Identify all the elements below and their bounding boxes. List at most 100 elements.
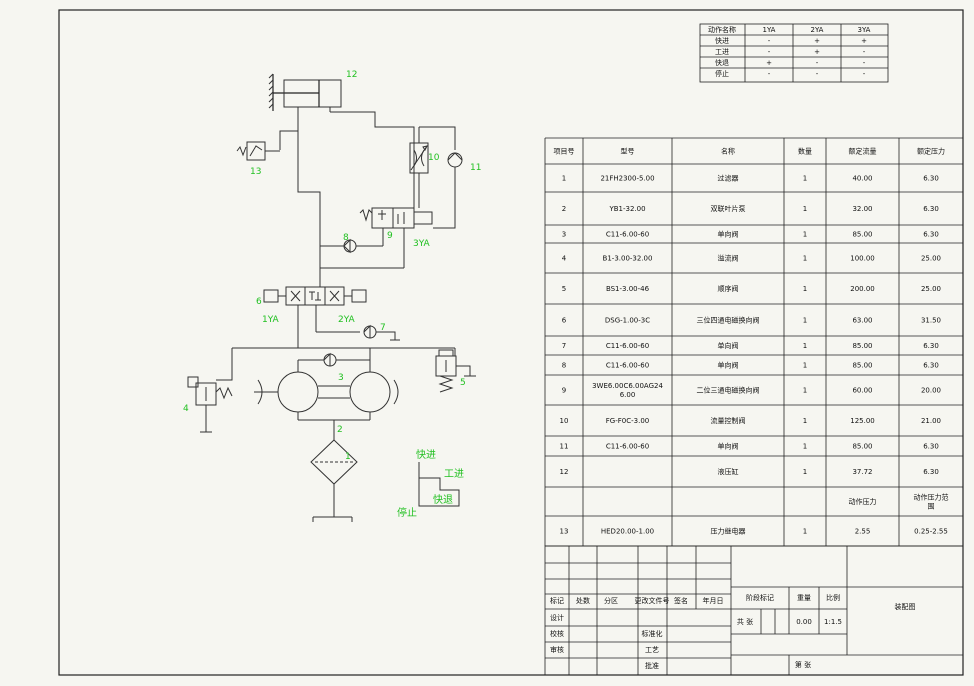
- tb-label-standard: 标准化: [642, 629, 663, 638]
- action-name-cell: 停止: [715, 69, 729, 78]
- check-valve-8: [319, 228, 404, 287]
- action-state-cell: -: [863, 59, 866, 67]
- parts-table-cell: 1: [803, 417, 807, 425]
- parts-table-cell: 6.30: [923, 443, 939, 451]
- parts-table-cell: 1: [803, 205, 807, 213]
- action-state-cell: -: [768, 70, 771, 78]
- label-component-11: 11: [470, 163, 481, 173]
- parts-table-cell: 0.25-2.55: [914, 528, 948, 536]
- action-name-cell: 快退: [715, 58, 729, 67]
- action-table-header: 动作名称: [708, 25, 736, 34]
- parts-table-cell: 32.00: [852, 205, 872, 213]
- parts-table-cell: 单向阀: [718, 361, 739, 370]
- parts-table-cell: FG-F0C-3.00: [606, 417, 649, 425]
- label-component-4: 4: [183, 404, 189, 414]
- parts-table-cell: 100.00: [850, 255, 875, 263]
- tb-label-mark: 标记: [550, 596, 564, 605]
- label-component-10: 10: [428, 153, 440, 163]
- tb-label-weight: 重量: [797, 594, 811, 602]
- tb-drawing-name: 装配图: [895, 602, 916, 611]
- label-component-2: 2: [337, 425, 343, 435]
- directional-valve-6: [263, 286, 367, 348]
- parts-table-cell: 21.00: [921, 417, 941, 425]
- label-component-8: 8: [343, 233, 349, 243]
- parts-table-cell: 顺序阀: [718, 284, 739, 293]
- check-valve-11: [419, 126, 463, 229]
- parts-table-header: 项目号: [554, 148, 575, 156]
- double-vane-pump: [254, 360, 399, 440]
- parts-table-cell: 1: [803, 317, 807, 325]
- parts-table-cell: 11: [560, 443, 569, 451]
- parts-table-cell: 压力继电器: [711, 527, 746, 536]
- parts-table-header: 数量: [798, 147, 812, 156]
- tb-label-date: 年月日: [703, 596, 724, 605]
- parts-table-cell: 20.00: [921, 387, 941, 395]
- action-state-cell: -: [863, 70, 866, 78]
- tb-label-change-doc: 更改文件号: [635, 596, 670, 605]
- action-table-header: 2YA: [811, 26, 824, 34]
- action-table-header: 3YA: [858, 26, 871, 34]
- parts-table-header: 额定压力: [917, 147, 945, 156]
- parts-table-cell: 63.00: [852, 317, 872, 325]
- hydraulic-schematic: 12 13 10 11 8 9 3YA 6 1YA 2YA 7 3 5 4 2 …: [183, 70, 481, 522]
- parts-table-cell: 31.50: [921, 317, 941, 325]
- parts-table-cell: 1: [803, 285, 807, 293]
- label-component-1: 1: [345, 452, 351, 462]
- label-fast-return: 快退: [433, 494, 453, 506]
- parts-table-cell: 单向阀: [718, 230, 739, 239]
- parts-table-cell: 三位四通电磁换向阀: [697, 316, 760, 325]
- action-state-cell: -: [863, 48, 866, 56]
- parts-table-cell: BS1-3.00-46: [606, 285, 650, 293]
- action-state-cell: -: [768, 37, 771, 45]
- action-state-cell: -: [816, 70, 819, 78]
- parts-table-cell: 流量控制阀: [711, 416, 746, 425]
- parts-table-cell: 9: [562, 387, 566, 395]
- parts-table-cell: 5: [562, 285, 566, 293]
- label-component-13: 13: [250, 167, 261, 177]
- parts-table-cell: 12: [560, 468, 569, 476]
- parts-table-cell: DSG-1.00-3C: [605, 317, 650, 325]
- parts-table-cell: 单向阀: [718, 442, 739, 451]
- label-component-6: 6: [256, 297, 262, 307]
- parts-table-cell: 6.30: [923, 342, 939, 350]
- parts-table-cell: 40.00: [852, 175, 872, 183]
- action-table-header: 1YA: [763, 26, 776, 34]
- title-block: 标记 处数 分区 更改文件号 签名 年月日 设计 校核 审核 标准化 工艺 批准…: [544, 545, 964, 676]
- parts-table-cell: 2: [562, 205, 566, 213]
- parts-table-cell: 60.00: [852, 387, 872, 395]
- parts-table-header: 名称: [721, 147, 735, 156]
- action-state-cell: +: [814, 37, 820, 45]
- parts-table-cell: 25.00: [921, 285, 941, 293]
- parts-table-cell: 6.30: [923, 231, 939, 239]
- parts-table-cell: 37.72: [852, 468, 872, 476]
- parts-table-cell: 1: [803, 362, 807, 370]
- label-component-9: 9: [387, 231, 393, 241]
- check-valve-3: [298, 348, 371, 367]
- action-state-cell: -: [816, 59, 819, 67]
- parts-table-cell: 6.30: [923, 175, 939, 183]
- pressure-switch: [236, 141, 280, 161]
- parts-table-cell: 1: [803, 342, 807, 350]
- label-stop: 停止: [397, 506, 417, 519]
- parts-table-cell: 4: [562, 255, 567, 263]
- sequence-valve: [435, 348, 476, 393]
- check-valve-7: [363, 324, 400, 341]
- parts-table-cell: 21FH2300-5.00: [600, 175, 654, 183]
- parts-table-cell: 二位三通电磁换向阀: [697, 386, 760, 395]
- parts-table-cell: 单向阀: [718, 341, 739, 350]
- parts-table-cell: 6.30: [923, 205, 939, 213]
- tb-label-zone: 分区: [604, 596, 618, 605]
- parts-table-cell: 溢流阀: [718, 254, 739, 263]
- parts-table-cell: 6: [562, 317, 567, 325]
- parts-table-cell: HED20.00-1.00: [601, 528, 654, 536]
- tb-label-stage: 阶段标记: [746, 593, 774, 602]
- parts-table-cell: 动作压力: [849, 497, 877, 506]
- tb-label-scale: 比例: [826, 593, 840, 602]
- parts-table-cell: 10: [560, 417, 569, 425]
- drawing-border: [58, 9, 964, 676]
- label-solenoid-1ya: 1YA: [262, 315, 280, 325]
- tb-label-sign: 签名: [674, 596, 688, 605]
- parts-table-cell: 125.00: [850, 417, 875, 425]
